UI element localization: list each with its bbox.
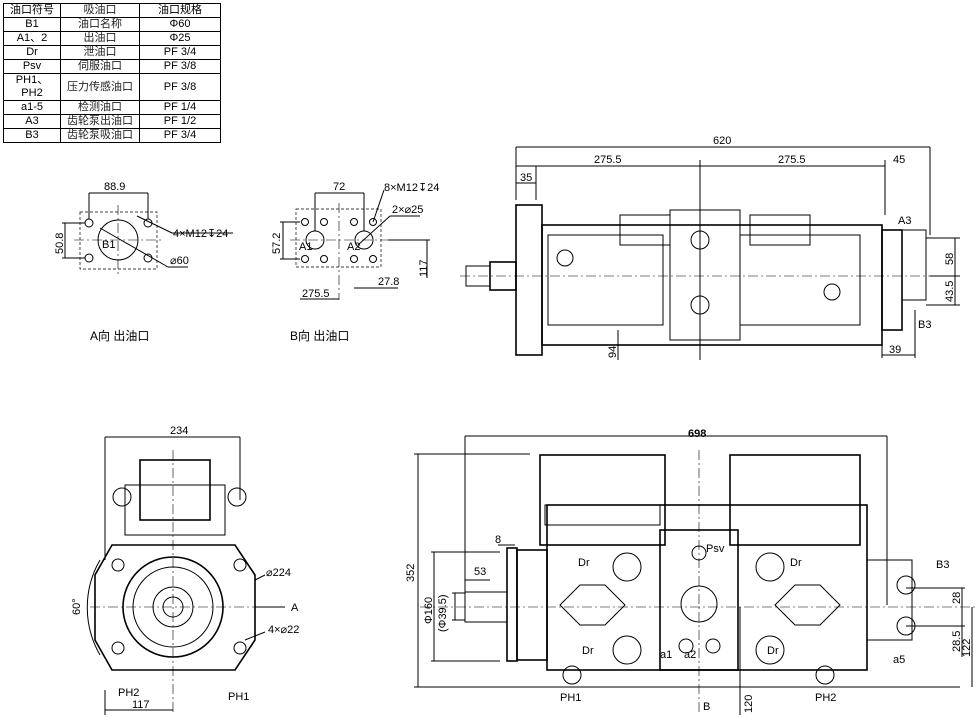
port-a5-label: a5 bbox=[893, 654, 905, 666]
dim-88-9: 88.9 bbox=[104, 181, 125, 193]
view-arrow-b: B bbox=[703, 701, 710, 713]
dim-45: 45 bbox=[893, 154, 905, 166]
dim-28-5: 28.5 bbox=[951, 631, 963, 652]
dim-94: 94 bbox=[607, 346, 619, 358]
port-ph1-label: PH1 bbox=[228, 691, 249, 703]
dim-39: 39 bbox=[889, 344, 901, 356]
bolt-callout: 4×M12↧24 bbox=[173, 228, 228, 240]
bolts-callout: 4×⌀22 bbox=[268, 624, 299, 636]
dim-57-2: 57.2 bbox=[271, 233, 283, 254]
dim-53: 53 bbox=[474, 566, 486, 578]
port-a1-label: a1 bbox=[660, 649, 672, 661]
dim-620: 620 bbox=[713, 135, 731, 147]
view-b-caption: B向 出油口 bbox=[290, 328, 349, 343]
dim-122: 122 bbox=[961, 639, 973, 657]
dim-120: 120 bbox=[743, 695, 755, 713]
port-a2-label: a2 bbox=[684, 649, 696, 661]
port-ph2-label: PH2 bbox=[815, 692, 836, 704]
dim-275-5-right: 275.5 bbox=[778, 154, 806, 166]
cell: PH1、PH2 bbox=[3, 73, 61, 101]
dim-275-5-left: 275.5 bbox=[594, 154, 622, 166]
port-b3-label: B3 bbox=[936, 559, 949, 571]
dim-27-8: 27.8 bbox=[378, 276, 399, 288]
view-b-flange: 72 8×M12↧24 2×⌀25 57.2 117 27.8 275.5 A1… bbox=[271, 181, 439, 343]
cell: 齿轮泵吸油口 bbox=[60, 128, 140, 143]
dia-160: Φ160 bbox=[423, 597, 435, 624]
dim-352: 352 bbox=[405, 564, 417, 582]
bore-callout: 2×⌀25 bbox=[392, 204, 423, 216]
dim-8: 8 bbox=[495, 534, 501, 546]
view-a-flange: 88.9 50.8 4×M12↧24 ⌀60 B1 A向 出油口 bbox=[54, 181, 233, 343]
port-a1-label: A1 bbox=[299, 241, 312, 253]
cell: Φ25 bbox=[139, 31, 221, 46]
dim-50-8: 50.8 bbox=[54, 233, 66, 254]
bolt-callout: 8×M12↧24 bbox=[384, 182, 439, 194]
port-b3-label: B3 bbox=[918, 319, 931, 331]
port-ph1-label: PH1 bbox=[560, 692, 581, 704]
top-view-pump: 620 275.5 275.5 35 45 58 43.5 39 94 A3 B… bbox=[460, 135, 960, 360]
cell: PF 3/4 bbox=[139, 128, 221, 143]
port-dr-label: Dr bbox=[790, 557, 802, 569]
dim-117: 117 bbox=[418, 259, 430, 277]
cell: PF 3/4 bbox=[139, 45, 221, 60]
port-dr-label: Dr bbox=[578, 557, 590, 569]
side-view-pump: 698 352 8 53 Φ160 (Φ39.5) 28 28.5 122 12… bbox=[405, 428, 975, 715]
view-arrow-a: A bbox=[291, 602, 299, 614]
dia-39-5: (Φ39.5) bbox=[437, 594, 449, 632]
port-ph2-label: PH2 bbox=[118, 687, 139, 699]
dim-28: 28 bbox=[951, 592, 963, 604]
cell: B3 bbox=[3, 128, 61, 143]
dim-72: 72 bbox=[333, 181, 345, 193]
view-a-caption: A向 出油口 bbox=[90, 328, 149, 343]
cell: 油口名称 bbox=[60, 17, 140, 32]
dim-35: 35 bbox=[520, 172, 532, 184]
dim-117: 117 bbox=[132, 699, 150, 711]
port-dr-label: Dr bbox=[767, 645, 779, 657]
port-b1-label: B1 bbox=[102, 239, 115, 251]
dim-234: 234 bbox=[170, 425, 188, 437]
dim-698: 698 bbox=[688, 428, 706, 440]
dim-275-5: 275.5 bbox=[302, 288, 330, 300]
dim-43-5: 43.5 bbox=[944, 281, 956, 302]
port-psv-label: Psv bbox=[706, 543, 725, 555]
cell: 齿轮泵出油口 bbox=[60, 114, 140, 129]
bore-callout: ⌀60 bbox=[170, 255, 189, 267]
port-a2-label: A2 bbox=[347, 241, 360, 253]
port-a3-label: A3 bbox=[898, 215, 911, 227]
angle-60: 60° bbox=[71, 598, 83, 615]
dia-224-callout: ⌀224 bbox=[266, 567, 291, 579]
front-view-pump: 234 ⌀224 4×⌀22 60° A 117 PH2 PH1 bbox=[71, 425, 299, 715]
cell: 检测油口 bbox=[60, 100, 140, 115]
port-dr-label: Dr bbox=[582, 645, 594, 657]
dim-58: 58 bbox=[944, 253, 956, 265]
